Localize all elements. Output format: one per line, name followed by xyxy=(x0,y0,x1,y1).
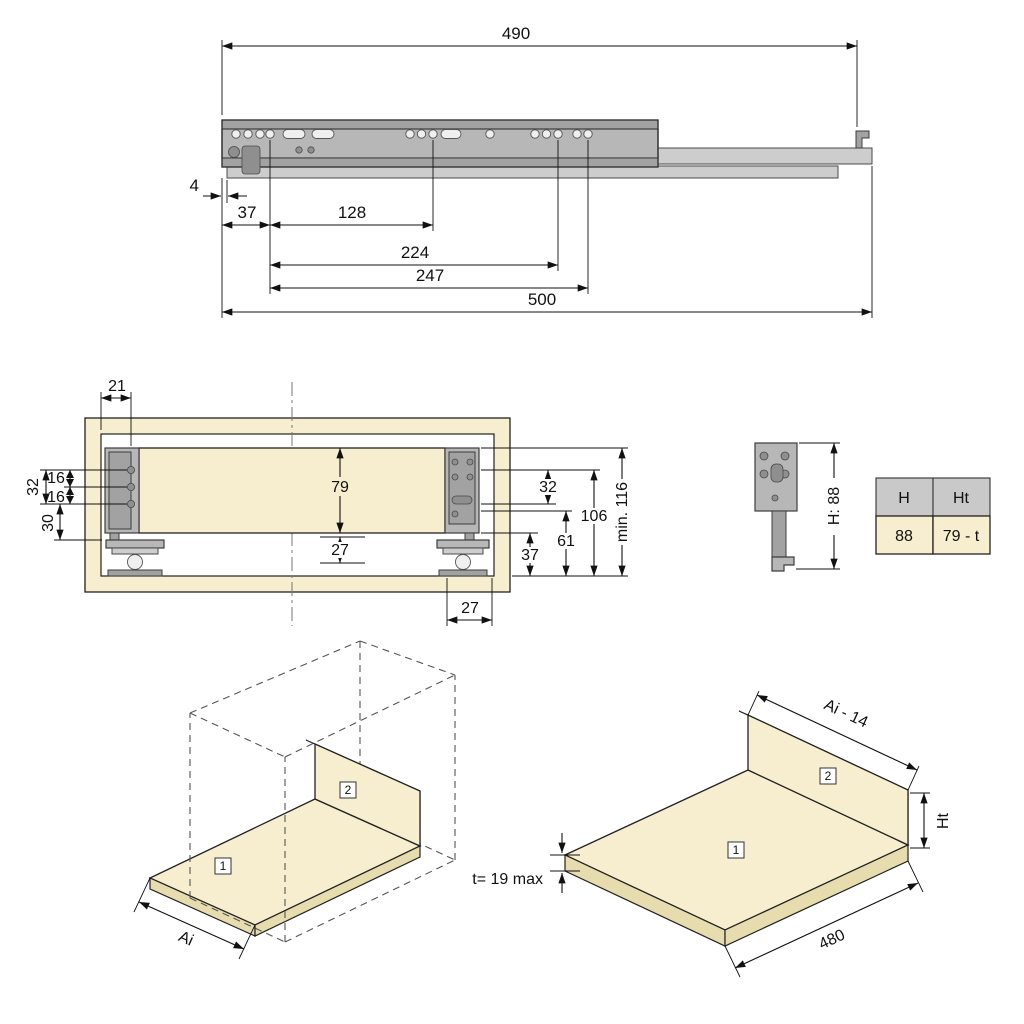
dim-106: 106 xyxy=(581,508,608,525)
dim-224: 224 xyxy=(401,243,429,262)
dim-21: 21 xyxy=(108,378,126,395)
table-val-ht: 79 - t xyxy=(943,528,980,545)
table-cell-ht xyxy=(932,515,991,555)
dim-ai: Ai xyxy=(176,928,196,949)
side-profile-view: H: 88 xyxy=(754,442,843,572)
dim-ai-14: Ai - 14 xyxy=(821,696,870,731)
dim-490: 490 xyxy=(502,24,530,43)
front-section-view: 21 32 16 16 30 79 27 3 xyxy=(25,378,631,626)
part2-label-2: 2 xyxy=(825,769,832,783)
dim-line-480 xyxy=(734,882,919,969)
right-bottom-runner xyxy=(436,539,490,577)
part-label-box-2 xyxy=(339,781,357,799)
slide-rail-side-view: 490 4 37 128 224 247 500 xyxy=(190,24,873,318)
dim-27-center: 27 xyxy=(331,542,349,559)
dim-16-upper: 16 xyxy=(47,470,65,487)
iso-panel-view: 1 2 Ai - 14 Ht t= 19 max 480 xyxy=(472,690,952,978)
part-label-1: 1 xyxy=(220,859,227,873)
left-drawer-profile xyxy=(104,447,140,543)
dim-79: 79 xyxy=(331,479,349,496)
dim-30: 30 xyxy=(40,514,57,532)
left-bottom-runner xyxy=(105,539,165,577)
part-label-2: 2 xyxy=(345,783,352,797)
dim-line-ai14 xyxy=(756,694,918,771)
extension-bar xyxy=(649,147,873,165)
dim-27-bottom: 27 xyxy=(461,600,479,617)
right-drawer-profile xyxy=(444,447,480,543)
drawer-back-panel-section xyxy=(138,447,446,534)
dim-500: 500 xyxy=(528,290,556,309)
profile-foot xyxy=(771,556,795,572)
profile-stem xyxy=(771,510,787,558)
mounting-holes xyxy=(231,129,593,154)
table-cell-h xyxy=(875,515,934,555)
dim-32-right: 32 xyxy=(539,479,557,496)
dim-247: 247 xyxy=(416,266,444,285)
rail-outline xyxy=(221,119,659,168)
table-val-h: 88 xyxy=(895,528,913,545)
iso-cabinet-view: 1 2 Ai xyxy=(133,640,456,960)
part-label-box-1 xyxy=(214,857,232,875)
inner-rail xyxy=(226,165,839,179)
side-view-extension-lines xyxy=(221,40,873,318)
rail-top-strip xyxy=(221,119,659,130)
dim-32-left: 32 xyxy=(25,478,42,496)
dim-t-19-max: t= 19 max xyxy=(472,871,543,888)
rear-hook xyxy=(855,130,870,149)
dim-37-right: 37 xyxy=(521,547,539,564)
dim-h-88: H: 88 xyxy=(826,487,843,525)
front-hook-tab xyxy=(241,145,261,175)
height-table: H Ht 88 79 - t xyxy=(875,477,991,555)
dim-61: 61 xyxy=(557,533,575,550)
table-col-h: H xyxy=(898,490,910,507)
dim-128: 128 xyxy=(338,203,366,222)
table-header-h xyxy=(875,477,934,517)
dim-37: 37 xyxy=(238,203,257,222)
part2-label-1: 1 xyxy=(733,843,740,857)
rail-bottom-strip xyxy=(221,157,659,168)
table-header-ht xyxy=(932,477,991,517)
table-col-ht: Ht xyxy=(953,490,970,507)
iso-back-panel-face xyxy=(314,742,421,848)
dim-ht: Ht xyxy=(935,812,952,829)
dim-line-ai xyxy=(138,901,245,950)
dim-min-116: min. 116 xyxy=(614,482,631,542)
dim-480: 480 xyxy=(816,927,847,954)
dim-16-lower: 16 xyxy=(47,489,65,506)
dim-4: 4 xyxy=(190,176,199,195)
front-hole xyxy=(228,146,240,158)
part2-label-box-1 xyxy=(727,841,745,859)
iso-bottom-edge-right xyxy=(254,845,421,937)
